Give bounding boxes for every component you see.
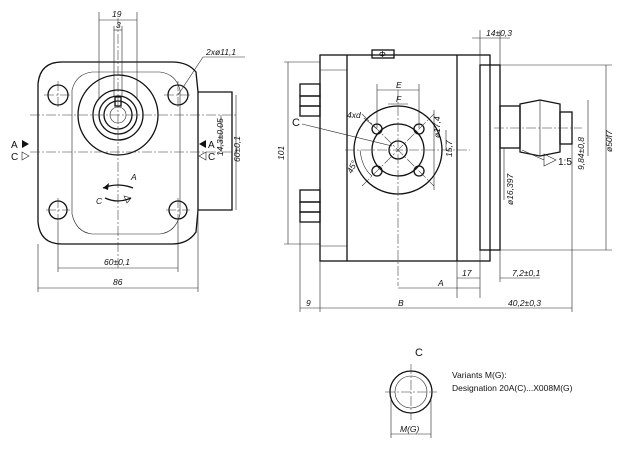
dim-E-text: E (396, 80, 402, 90)
dim-14-3-text: 14,3±0,05 (215, 118, 225, 156)
rotation-A-head (103, 183, 109, 190)
dim-A-text: A (437, 278, 444, 288)
taper-text: 1:5 (558, 157, 572, 168)
holes-dim-text: 2xø11,1 (205, 47, 236, 57)
side-bolt-top (299, 83, 321, 117)
arrow-C-left (21, 151, 30, 161)
front-view: 19 3 2xø11,1 A C A C 14,3±0,05 60±0,1 A … (11, 9, 245, 292)
dim-4xd-text: 4xd (347, 110, 361, 120)
dim-9-84-text: 9,84±0,8 (576, 137, 586, 170)
dim-7-2-text: 7,2±0,1 (512, 268, 541, 278)
marker-C-right: C (208, 152, 215, 163)
rotation-C-head (123, 195, 132, 204)
dim-17-text: 17 (462, 268, 472, 278)
rotation-C-arrow (104, 197, 132, 202)
dim-40-2-text: 40,2±0,3 (508, 298, 541, 308)
label-C-leader (301, 123, 393, 147)
side-view: Φ E F 4xd C (292, 28, 614, 312)
port-hole-4 (413, 165, 425, 177)
taper-symbol (543, 153, 557, 167)
rotation-A-text: A (130, 172, 137, 182)
side-body-outline (319, 54, 491, 262)
front-flange-outline (37, 61, 233, 245)
holes-leader (177, 56, 204, 96)
rear-shaft (499, 105, 521, 149)
dim-16-397-text: ø16,397 (505, 174, 515, 205)
side-rear-flange (479, 64, 501, 251)
marker-A-left: A (11, 140, 18, 151)
front-flange-inner (71, 71, 181, 235)
dim-19-text: 19 (112, 9, 122, 19)
marker-C-left: C (11, 152, 18, 163)
dim-15-7-text: 15,7 (444, 140, 454, 157)
port-diag-2 (361, 113, 435, 187)
dim-60-vertical-text: 60±0,1 (232, 136, 242, 162)
side-bolt-bottom (299, 189, 321, 223)
marker-A-right: A (208, 140, 215, 151)
side-top-cap-mark: Φ (379, 49, 386, 59)
port-hole-3 (371, 165, 383, 177)
variants-line-1: Variants M(G): (452, 370, 507, 380)
dim-4xd-leader (363, 117, 378, 130)
arrow-C-right (198, 151, 207, 161)
dim-17-4-text: ø17,4 (432, 116, 442, 138)
label-C-side: C (292, 117, 300, 129)
detail-C: C M(G) Variants M(G): Designation 20A(C)… (385, 347, 573, 438)
dim-101-text: 101 (276, 146, 286, 160)
arrow-A-right (199, 140, 206, 148)
arrow-A-left (22, 140, 29, 148)
dim-45-arc (359, 149, 373, 177)
dim-F-text: F (396, 94, 402, 104)
dim-14-text: 14±0,3 (486, 28, 512, 38)
dim-3-text: 3 (116, 20, 121, 30)
dim-86-text: 86 (113, 277, 123, 287)
detail-dim-text: M(G) (400, 424, 420, 434)
detail-C-label: C (415, 347, 423, 359)
side-top-cap (371, 49, 395, 59)
dim-60-horizontal-text: 60±0,1 (104, 257, 130, 267)
dim-9-text: 9 (306, 298, 311, 308)
dim-50f7-text: ø50f7 (604, 130, 614, 152)
dim-B-text: B (398, 298, 404, 308)
taper-leader (521, 149, 545, 161)
variants-line-2: Designation 20A(C)...X008M(G) (452, 383, 573, 393)
rotation-C-text: C (96, 196, 103, 206)
